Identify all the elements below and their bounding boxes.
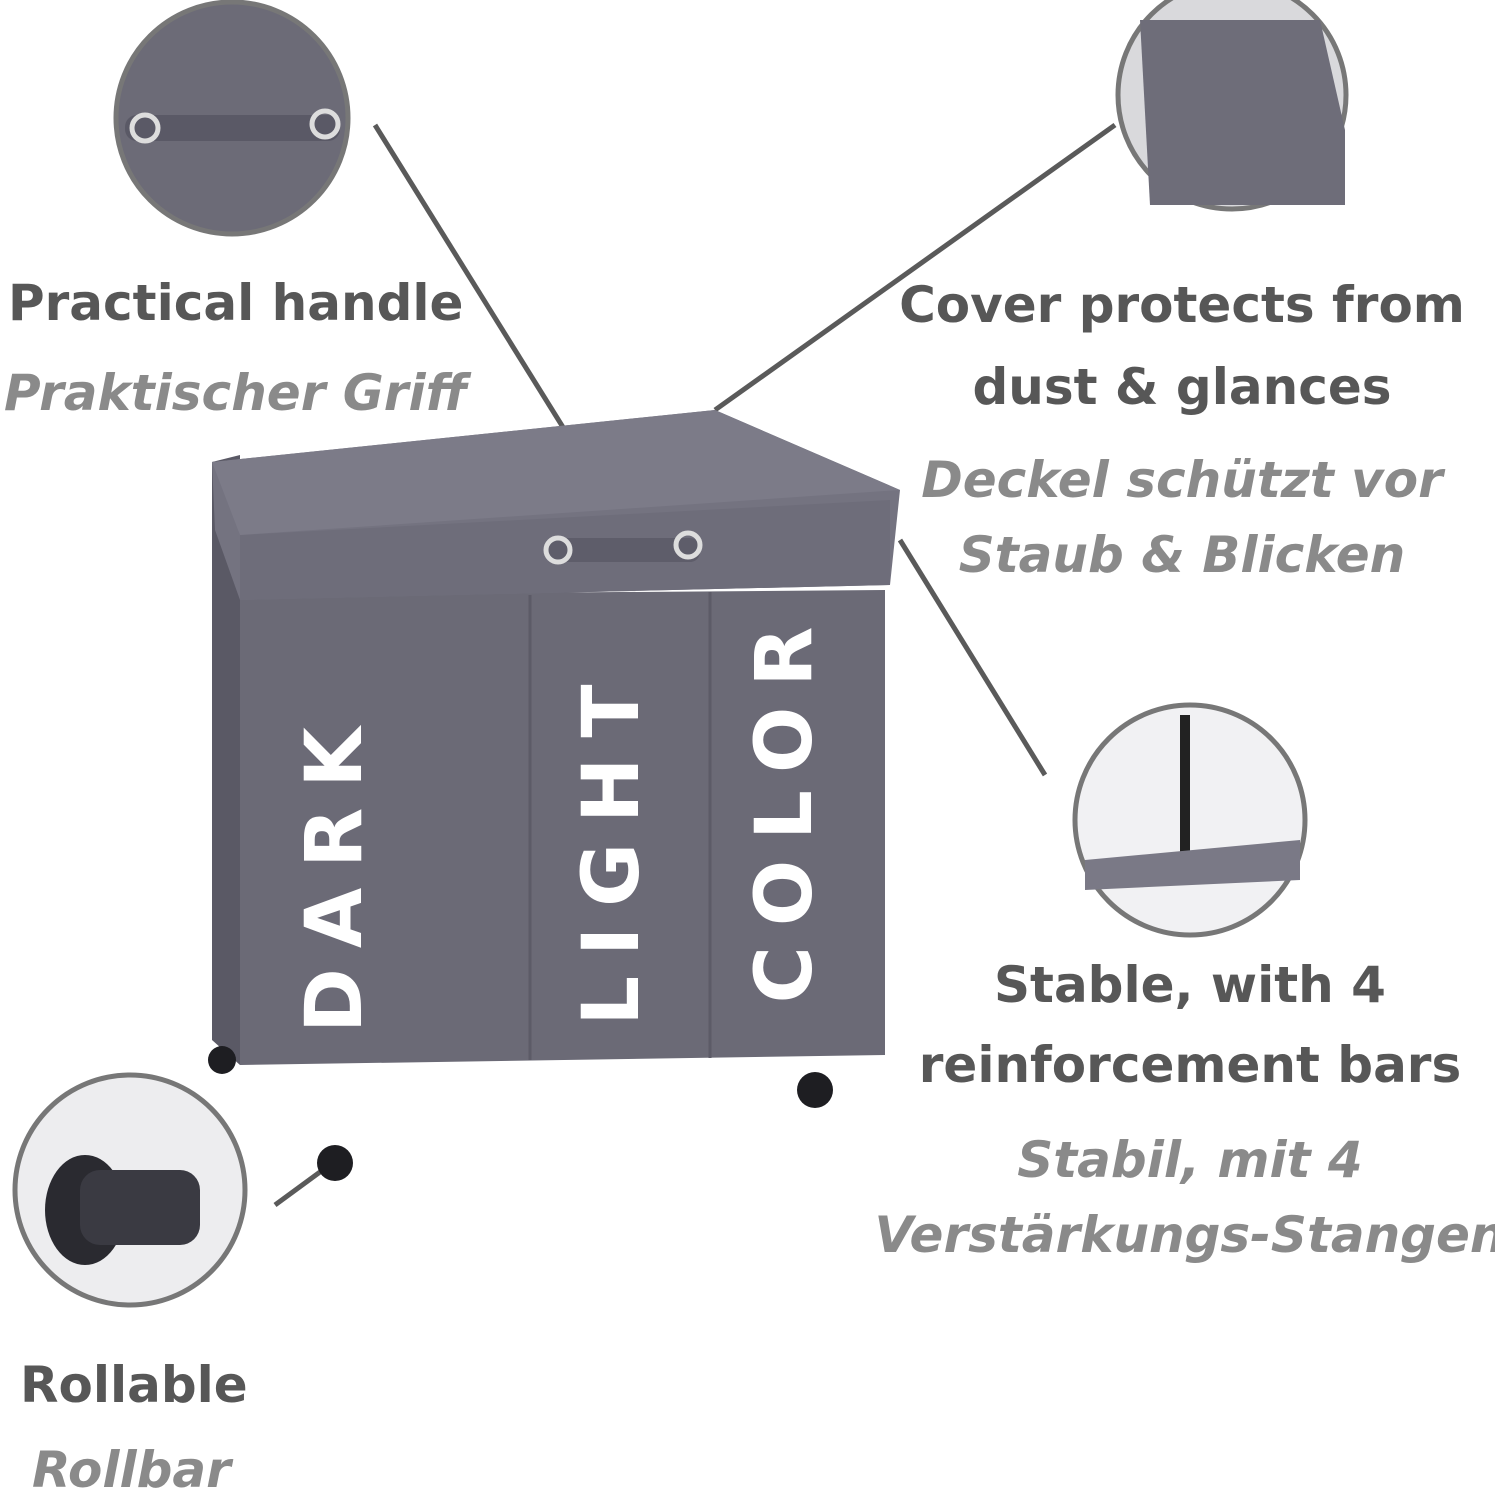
rollable-title-de: Rollbar [32, 1441, 231, 1499]
laundry-hamper [208, 410, 900, 1181]
stable-title-de-1: Stabil, mit 4 [1017, 1131, 1363, 1189]
handle-title-de: Praktischer Griff [4, 364, 468, 422]
handle-title-en: Practical handle [8, 274, 464, 332]
cover-title-en-1: Cover protects from [899, 276, 1465, 334]
stable-title-en-1: Stable, with 4 [994, 956, 1386, 1014]
cover-title-de-2: Staub & Blicken [958, 526, 1406, 584]
compartment-label-color: COLOR [740, 606, 830, 1004]
cover-title-de-1: Deckel schützt vor [921, 451, 1443, 509]
cover-title-en-2: dust & glances [972, 358, 1392, 416]
rollable-title-en: Rollable [20, 1356, 248, 1414]
compartment-label-light: LIGHT [567, 664, 657, 1026]
compartment-label-dark: DARK [290, 707, 380, 1033]
stable-title-de-2: Verstärkungs-Stangen [874, 1206, 1495, 1264]
stable-title-en-2: reinforcement bars [918, 1036, 1462, 1094]
